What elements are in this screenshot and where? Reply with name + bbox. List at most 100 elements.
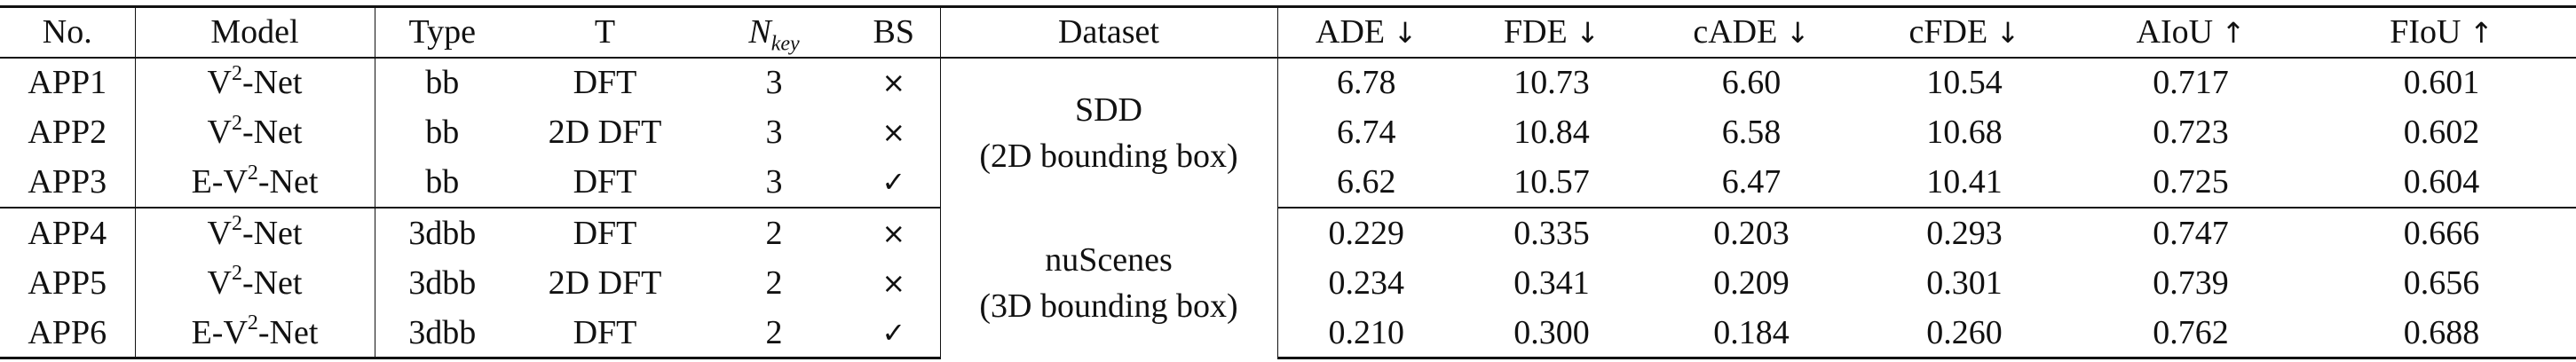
- cell-fde: 0.300: [1455, 308, 1648, 359]
- check-mark-icon: ✓: [848, 308, 941, 359]
- cell-type: bb: [425, 114, 460, 152]
- cell-model: E-V2-Net: [135, 157, 375, 209]
- dataset-desc: (3D bounding box): [979, 287, 1238, 325]
- cell-cade: 6.60: [1721, 64, 1782, 102]
- table-row: APP2 V2-Net bb 2D DFT 3 × 6.74 10.84 6.5…: [0, 107, 2576, 158]
- cell-type: 3dbb: [375, 308, 510, 359]
- cell-fde: 10.84: [1513, 114, 1590, 152]
- cell-nkey: 2: [765, 264, 783, 302]
- cell-aiou: 0.739: [2153, 264, 2229, 302]
- table-row: APP1 V2-Net bb DFT 3 × SDD(2D bounding b…: [0, 57, 2576, 208]
- header-ade: ADE ↓: [1277, 5, 1455, 59]
- cell-model: V2-Net: [135, 208, 375, 258]
- cell-aiou: 0.747: [2153, 214, 2229, 252]
- cell-fde: 10.73: [1513, 64, 1590, 102]
- header-row: No. Model Type T Nkey BS Dataset ADE ↓ F…: [0, 5, 2576, 59]
- header-ade-label: ADE: [1316, 13, 1386, 51]
- cell-no: APP2: [0, 107, 136, 158]
- header-model: Model: [135, 5, 375, 59]
- header-fiou-label: FIoU: [2390, 13, 2461, 51]
- header-no: No.: [0, 5, 136, 59]
- cell-cade: 0.203: [1713, 214, 1790, 252]
- cell-fiou: 0.656: [2403, 264, 2480, 302]
- cell-cfde: 0.260: [1854, 308, 2074, 359]
- cross-mark-icon: ×: [848, 57, 941, 107]
- cell-cfde: 10.41: [1854, 157, 2074, 209]
- cell-cfde: 0.301: [1926, 264, 2003, 302]
- dataset-name: SDD: [1074, 90, 1143, 129]
- cell-cade: 6.47: [1648, 157, 1854, 209]
- results-table: No. Model Type T Nkey BS Dataset ADE ↓ F…: [0, 5, 2576, 359]
- header-nkey-base: N: [748, 13, 771, 51]
- header-cade-label: cADE: [1693, 13, 1778, 51]
- header-aiou: AIoU ↑: [2074, 5, 2307, 59]
- header-nkey-sub: key: [770, 32, 800, 56]
- cell-ade: 6.78: [1337, 64, 1396, 102]
- cell-no: APP3: [0, 157, 136, 209]
- down-arrow-icon: ↓: [1785, 16, 1810, 51]
- cell-type: 3dbb: [408, 264, 477, 302]
- cell-ade: 6.62: [1277, 157, 1455, 209]
- cell-t: DFT: [573, 214, 637, 252]
- cell-fde: 10.57: [1455, 157, 1648, 209]
- cell-fiou: 0.604: [2307, 157, 2576, 209]
- header-bs: BS: [848, 5, 941, 59]
- cell-fiou: 0.688: [2307, 308, 2576, 359]
- header-cfde-label: cFDE: [1908, 13, 1988, 51]
- cell-aiou: 0.762: [2074, 308, 2307, 359]
- cell-cade: 0.209: [1713, 264, 1790, 302]
- cell-type: 3dbb: [408, 214, 477, 252]
- header-fiou: FIoU ↑: [2307, 5, 2576, 59]
- header-nkey: Nkey: [700, 5, 848, 59]
- cell-nkey: 3: [765, 64, 783, 102]
- cell-t: 2D DFT: [548, 264, 662, 302]
- cell-nkey: 3: [765, 114, 783, 152]
- down-arrow-icon: ↓: [1995, 16, 2020, 51]
- cell-fde: 0.341: [1513, 264, 1590, 302]
- cell-ade: 0.210: [1277, 308, 1455, 359]
- cell-aiou: 0.717: [2153, 64, 2229, 102]
- dataset-name: nuScenes: [1045, 240, 1173, 279]
- cell-cfde: 10.54: [1926, 64, 2003, 102]
- cross-mark-icon: ×: [848, 208, 941, 258]
- cell-cfde: 0.293: [1926, 214, 2003, 252]
- cell-cade: 0.184: [1648, 308, 1854, 359]
- header-type: Type: [375, 5, 510, 59]
- header-aiou-label: AIoU: [2136, 13, 2214, 51]
- header-t: T: [510, 5, 700, 59]
- table-row: APP5 V2-Net 3dbb 2D DFT 2 × 0.234 0.341 …: [0, 257, 2576, 308]
- table-row: APP6 E-V2-Net 3dbb DFT 2 ✓ 0.210 0.300 0…: [0, 308, 2576, 359]
- table-row: APP4 V2-Net 3dbb DFT 2 × nuScenes (3D bou…: [0, 208, 2576, 358]
- table-row: APP3 E-V2-Net bb DFT 3 ✓ 6.62 10.57 6.47…: [0, 157, 2576, 209]
- cell-dataset-sdd: SDD (2D bounding box): [940, 57, 1278, 208]
- cell-fde: 0.335: [1513, 214, 1590, 252]
- up-arrow-icon: ↑: [2221, 16, 2246, 51]
- header-fde: FDE ↓: [1455, 5, 1648, 59]
- cell-no: APP4: [0, 208, 136, 258]
- cell-type: bb: [425, 64, 460, 102]
- cell-nkey: 3: [700, 157, 848, 209]
- header-cade: cADE ↓: [1648, 5, 1854, 59]
- cell-fiou: 0.602: [2403, 114, 2480, 152]
- up-arrow-icon: ↑: [2469, 16, 2493, 51]
- dataset-desc: (2D bounding box): [979, 137, 1238, 175]
- cell-ade: 0.234: [1328, 264, 1405, 302]
- cell-ade: 0.229: [1328, 214, 1405, 252]
- cell-aiou: 0.723: [2153, 114, 2229, 152]
- cell-cade: 6.58: [1721, 114, 1782, 152]
- cross-mark-icon: ×: [848, 107, 941, 158]
- cell-t: 2D DFT: [548, 114, 662, 152]
- header-dataset: Dataset: [940, 5, 1278, 59]
- cell-cfde: 10.68: [1926, 114, 2003, 152]
- cell-nkey: 2: [765, 214, 783, 252]
- cell-model: V2-Net: [135, 257, 375, 308]
- cell-fiou: 0.666: [2403, 214, 2480, 252]
- cell-model: V2-Net: [135, 57, 375, 107]
- cell-t: DFT: [573, 64, 637, 102]
- down-arrow-icon: ↓: [1393, 16, 1418, 51]
- header-cfde: cFDE ↓: [1854, 5, 2074, 59]
- cell-dataset-nuscenes: nuScenes (3D bounding box): [940, 208, 1278, 358]
- down-arrow-icon: ↓: [1576, 16, 1600, 51]
- header-fde-label: FDE: [1503, 13, 1568, 51]
